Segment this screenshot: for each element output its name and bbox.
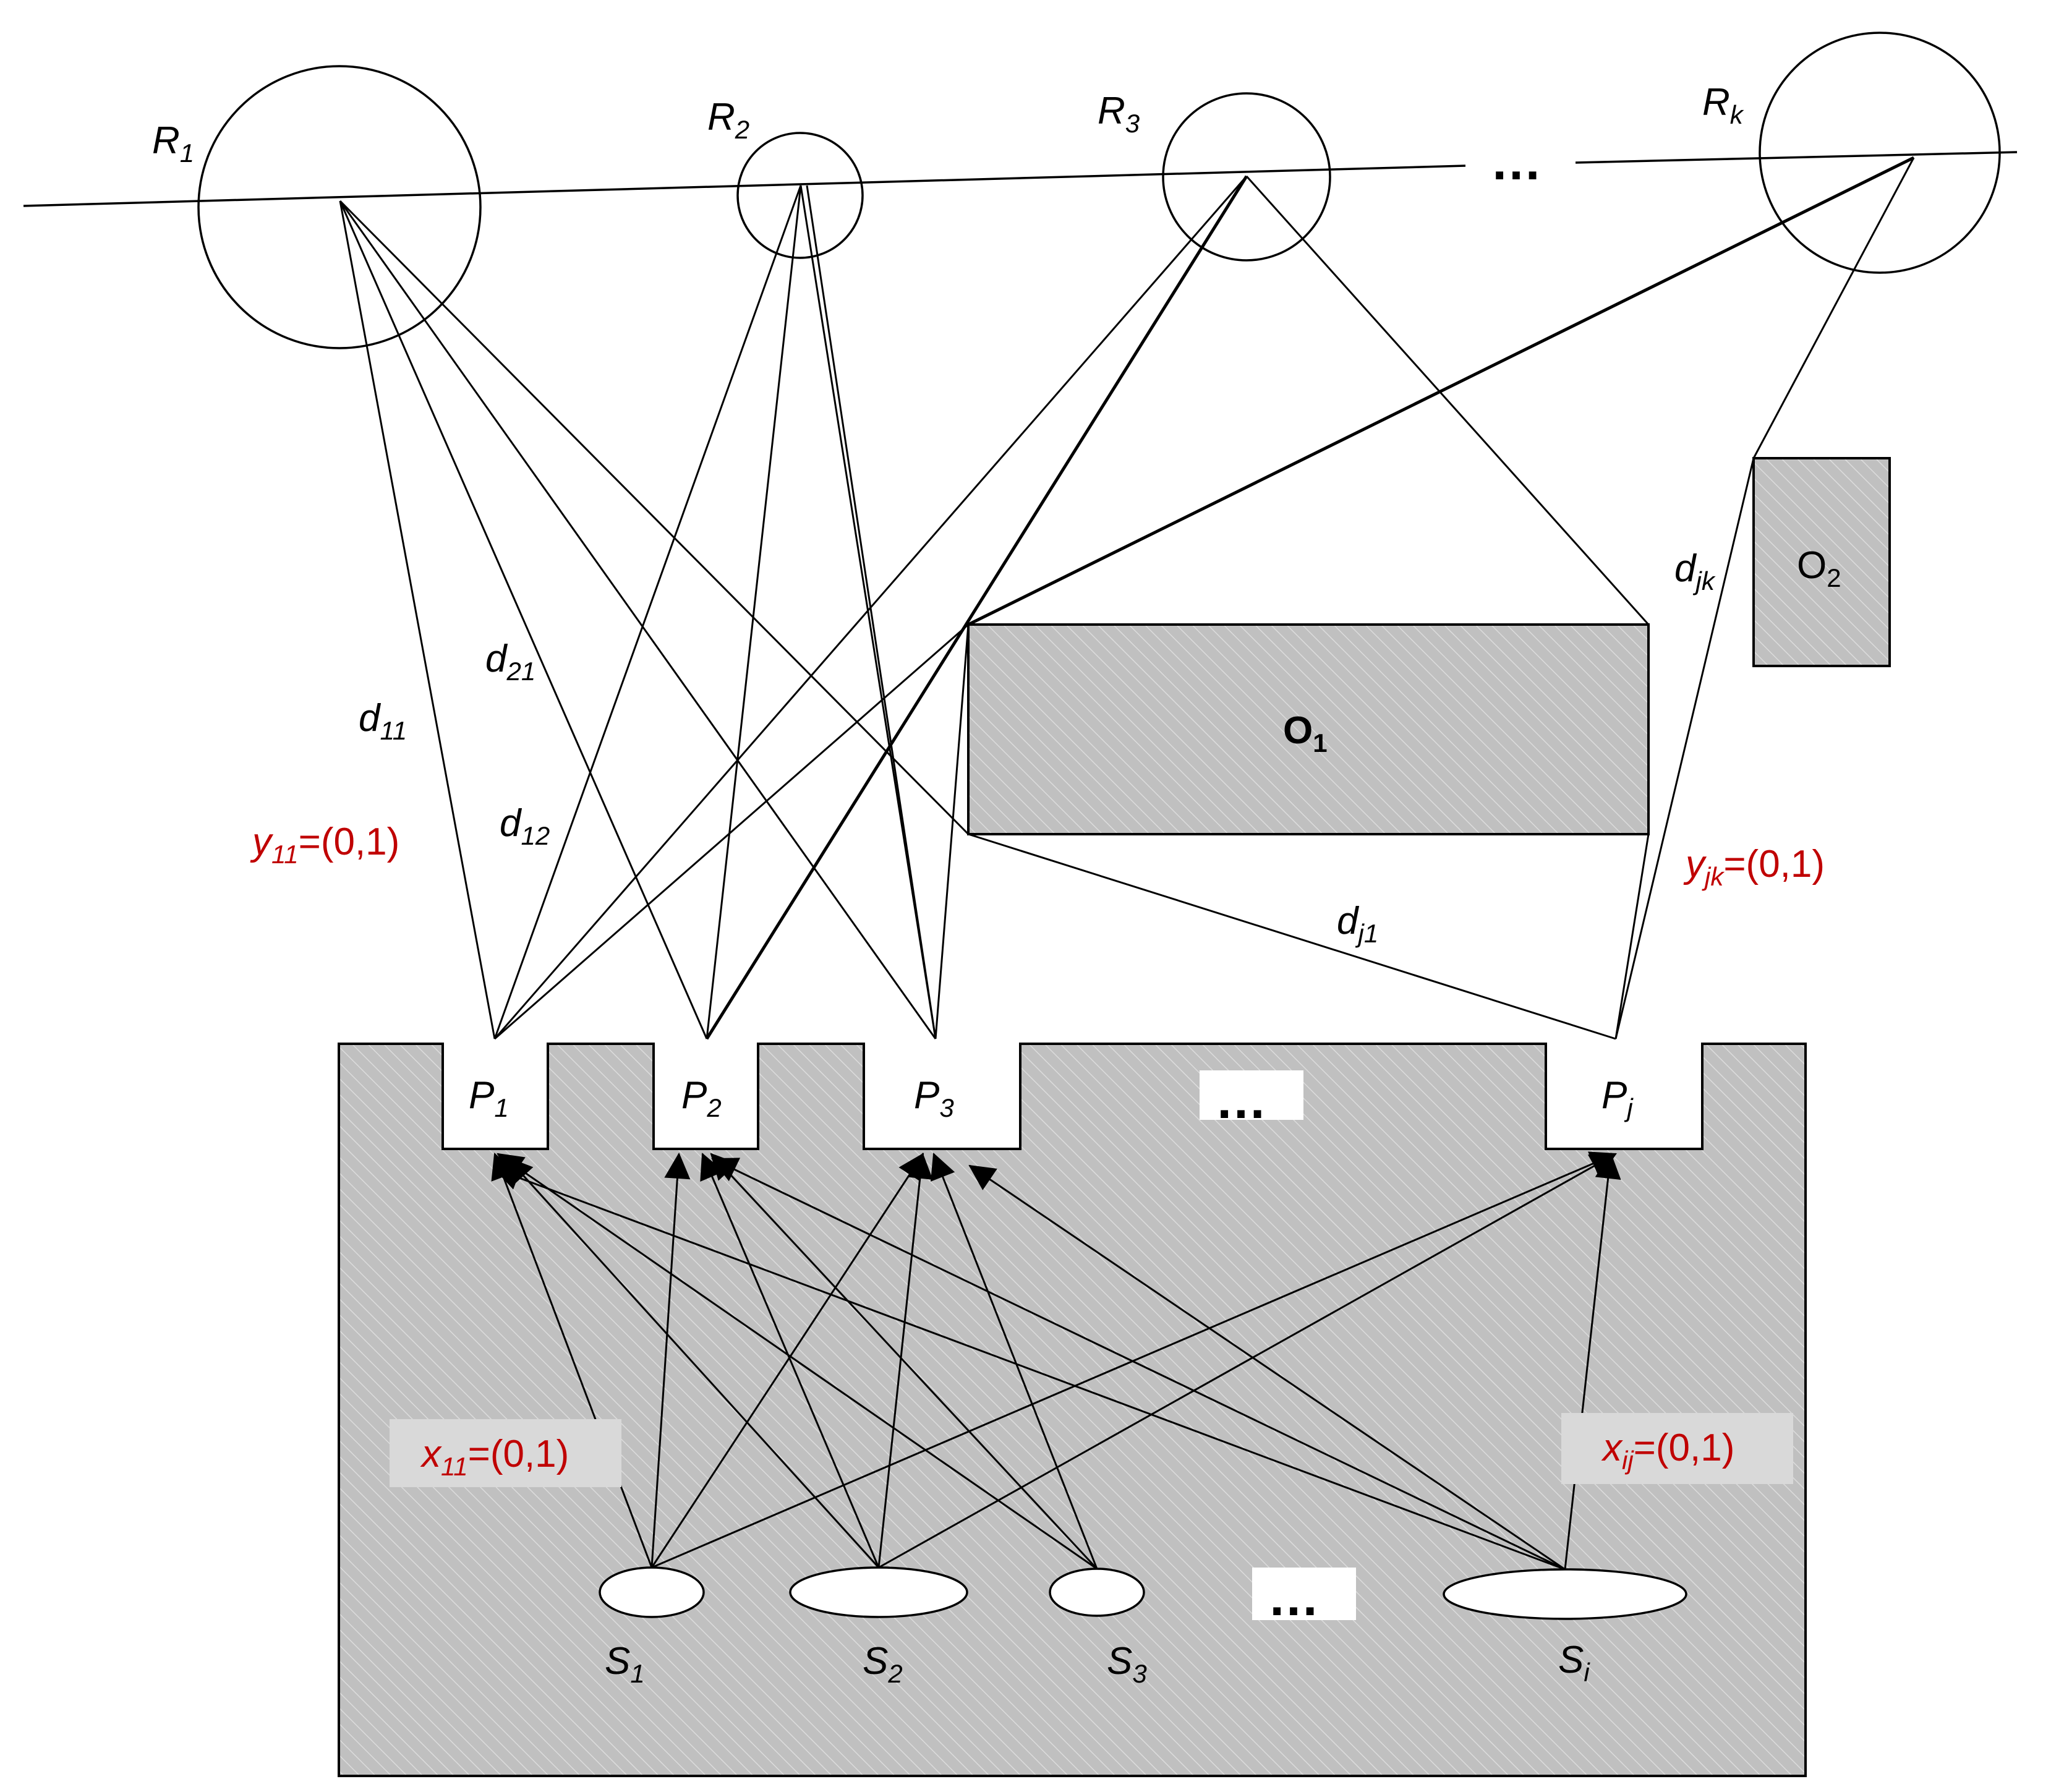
distance-label-d21: d21 — [485, 638, 535, 686]
region-circle-r2 — [736, 132, 864, 259]
sources-ellipsis: … — [1268, 1568, 1320, 1626]
sources-ellipsis-box — [1252, 1568, 1356, 1620]
source-area-block — [338, 1043, 1807, 1777]
obstacle-o2 — [1752, 457, 1891, 667]
x11-label: x11=(0,1) — [420, 1433, 569, 1481]
obstacle-o1 — [967, 623, 1650, 835]
ports-ellipsis-box — [1200, 1070, 1303, 1120]
xij-label-box — [1561, 1413, 1793, 1484]
region-label-r3: R3 — [1098, 90, 1140, 138]
source-label-s3: S3 — [1107, 1640, 1147, 1688]
x11-label-box — [390, 1419, 621, 1487]
distance-label-dj1: dj1 — [1337, 900, 1378, 948]
assignment-arrows — [491, 1151, 1621, 1571]
source-label-si: Si — [1558, 1639, 1590, 1687]
xij-label: xij=(0,1) — [1601, 1427, 1734, 1475]
distance-label-djk: djk — [1674, 547, 1716, 595]
region-circle-r3 — [1162, 92, 1331, 262]
region-label-r2: R2 — [707, 96, 749, 144]
port-label-pj: Pj — [1601, 1074, 1634, 1122]
obstacle-label-o1: O1 — [1283, 709, 1328, 757]
source-label-s1: S1 — [605, 1640, 645, 1688]
ports-ellipsis: … — [1215, 1071, 1267, 1129]
source-ellipse-s1 — [599, 1566, 705, 1618]
port-label-p2: P2 — [681, 1074, 722, 1122]
port-label-p1: P1 — [469, 1074, 509, 1122]
yjk-label: yjk=(0,1) — [1683, 843, 1825, 891]
source-ellipse-si — [1443, 1568, 1687, 1620]
distance-label-d12: d12 — [500, 802, 550, 850]
y11-label: y11=(0,1) — [250, 821, 399, 869]
thick-line-rk-o1 — [967, 156, 1915, 626]
thick-line-r3-p2 — [705, 175, 1248, 1040]
region-label-rk: Rk — [1702, 81, 1744, 129]
obstacle-label-o2: O2 — [1797, 544, 1841, 592]
region-label-r1: R1 — [152, 119, 194, 168]
region-circle-r1 — [197, 65, 482, 349]
region-circles — [197, 32, 2001, 349]
port-label-p3: P3 — [914, 1074, 954, 1122]
source-ellipse-s3 — [1049, 1568, 1145, 1617]
source-ellipses — [599, 1566, 1687, 1620]
source-ellipse-s2 — [789, 1566, 968, 1618]
source-label-s2: S2 — [863, 1640, 903, 1688]
distance-lines — [339, 156, 1915, 1040]
regions-ellipsis: … — [1490, 132, 1542, 190]
region-circle-rk — [1759, 32, 2001, 274]
distance-label-d11: d11 — [359, 697, 407, 745]
top-baseline — [23, 151, 2018, 207]
